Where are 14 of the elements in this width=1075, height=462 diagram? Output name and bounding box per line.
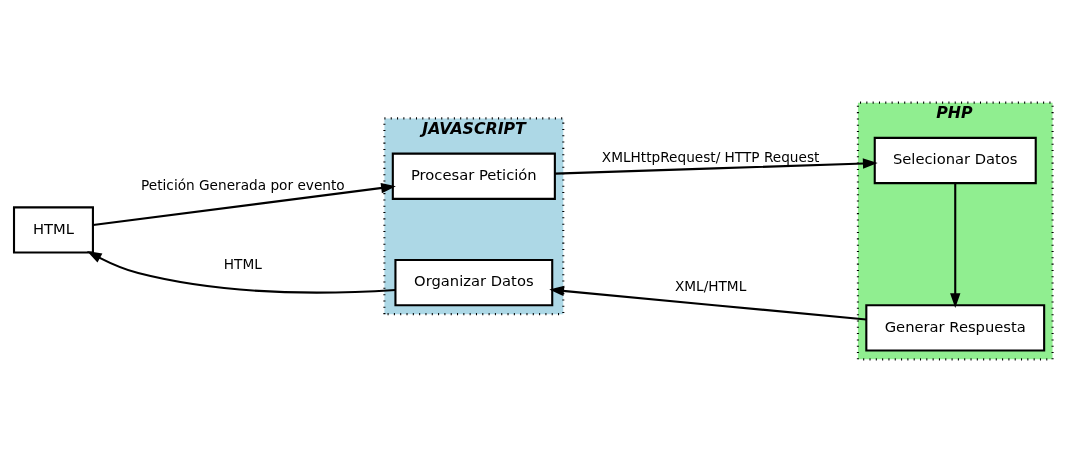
edge-label: Petición Generada por evento bbox=[141, 177, 345, 194]
arrow bbox=[93, 182, 396, 227]
edge-label: XMLHttpRequest/ HTTP Request bbox=[601, 148, 820, 165]
arrow bbox=[549, 285, 867, 321]
arrow bbox=[555, 158, 878, 175]
arrow bbox=[86, 251, 396, 294]
node-box: Generar Respuesta bbox=[865, 304, 1046, 352]
node-box: Organizar Datos bbox=[394, 258, 554, 307]
node-box: Procesar Petición bbox=[391, 152, 556, 200]
node-box: HTML bbox=[12, 206, 94, 254]
edge-label: HTML bbox=[223, 256, 262, 273]
edge-label: XML/HTML bbox=[674, 278, 747, 295]
node-box: Selecionar Datos bbox=[873, 136, 1037, 185]
arrow bbox=[950, 183, 961, 309]
